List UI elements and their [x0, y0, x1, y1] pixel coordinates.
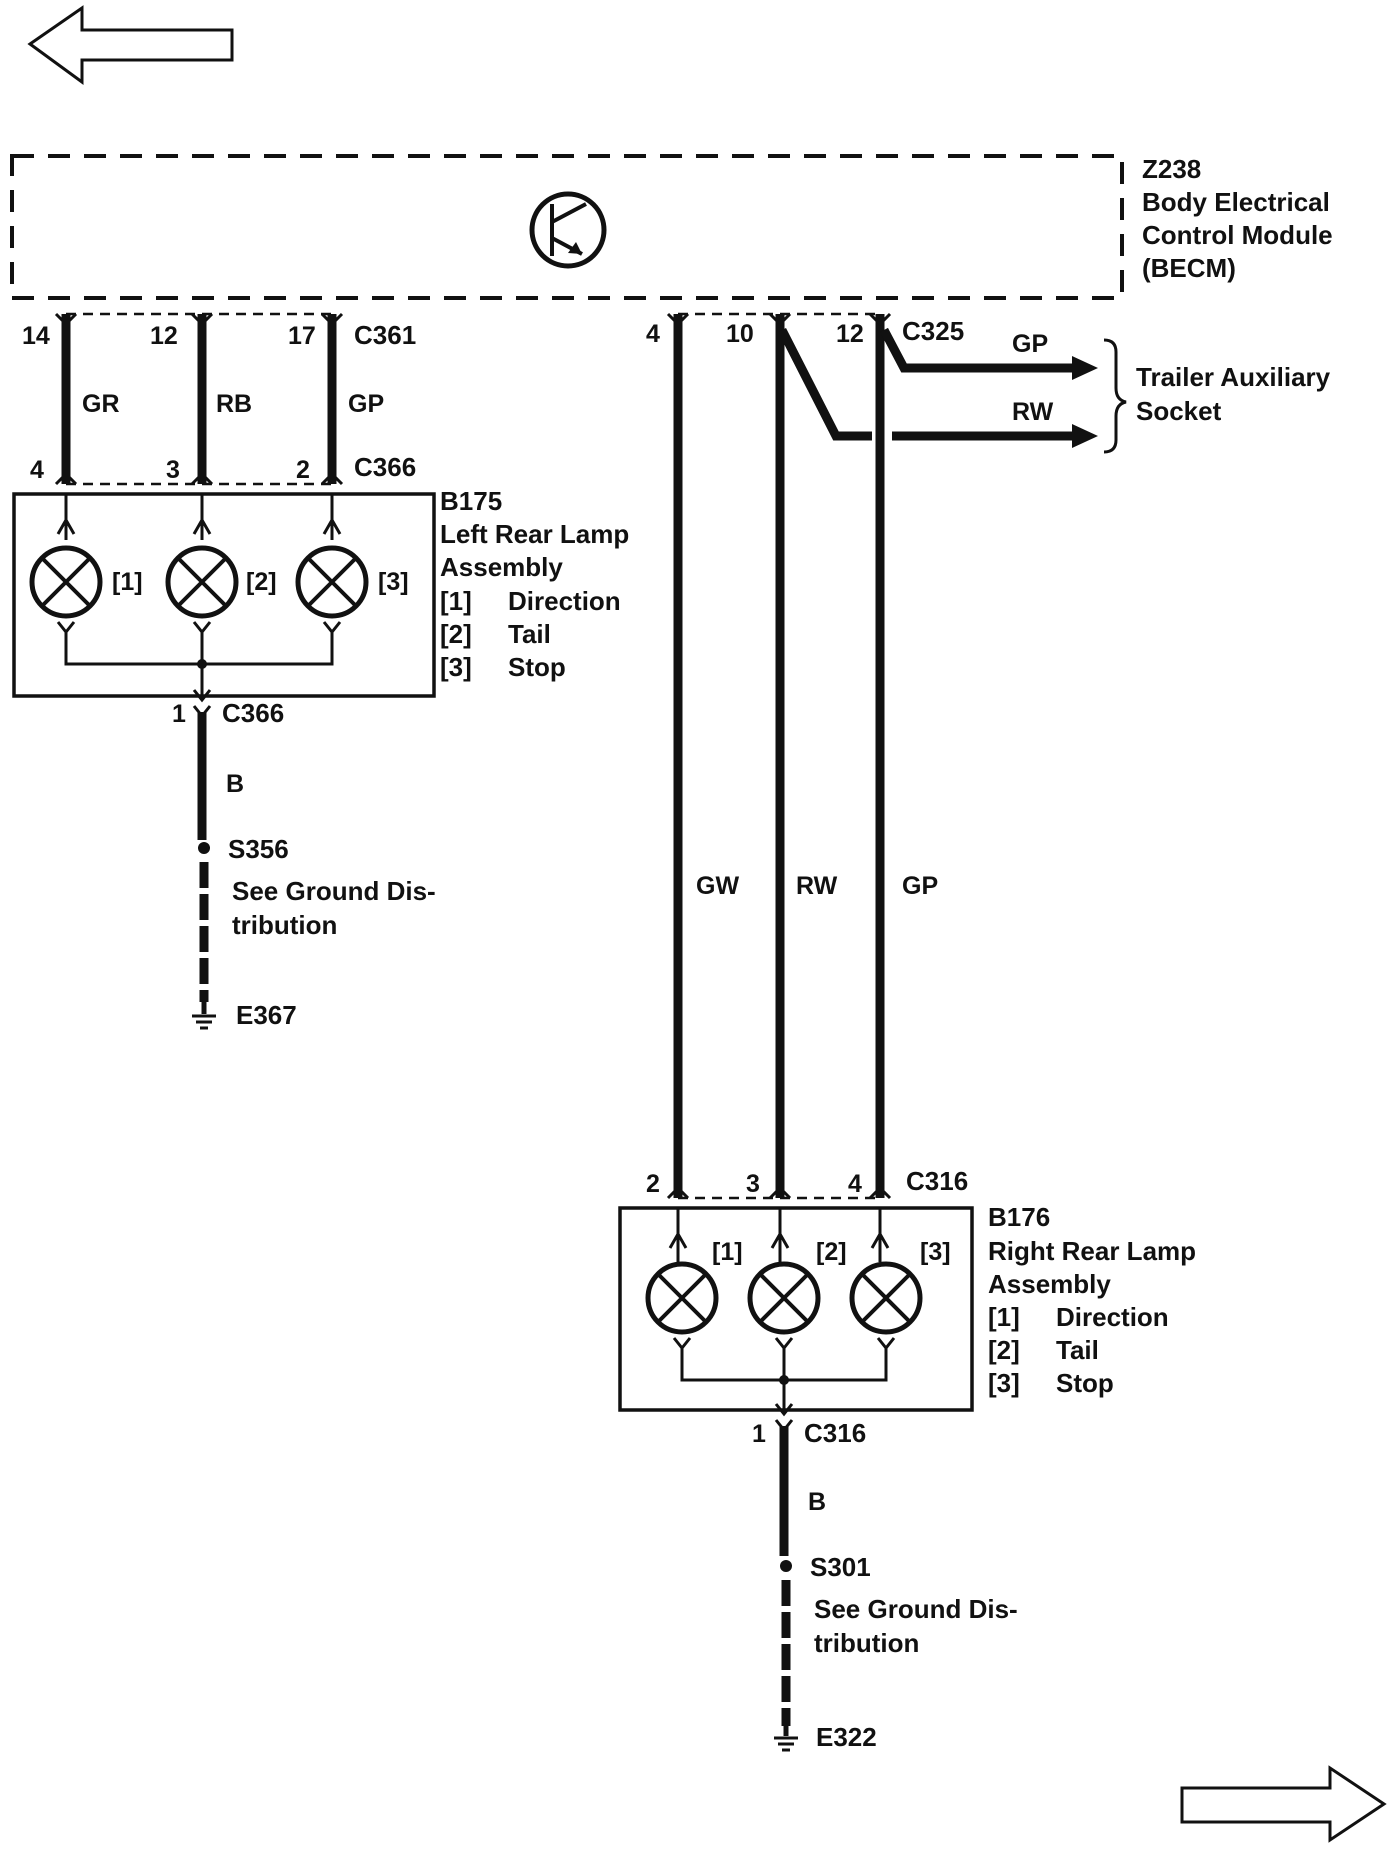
- right-bulb-direction-icon: [645, 1261, 719, 1335]
- left-ground-symbol-icon: [192, 1002, 216, 1030]
- left-bulb-label-1: [1]: [112, 568, 143, 596]
- right-pin-top-2: 10: [726, 320, 754, 348]
- left-bulb-direction-icon: [29, 545, 103, 619]
- left-legend-idx-2: [2]: [440, 619, 472, 649]
- left-bulb-label-2: [2]: [246, 568, 277, 596]
- left-wire-label-1: GR: [82, 390, 120, 418]
- right-bulb-label-2: [2]: [816, 1238, 847, 1266]
- trailer-label-line1: Trailer Auxiliary: [1136, 362, 1331, 392]
- right-legend-label-1: Direction: [1056, 1302, 1169, 1332]
- right-bulb-tail-icon: [747, 1261, 821, 1335]
- right-rear-lamp-assembly: [1] [2] [3]: [618, 1206, 974, 1417]
- right-ground-symbol-icon: [774, 1726, 798, 1752]
- left-ground-note-line1: See Ground Dis-: [232, 876, 436, 906]
- right-legend-label-2: Tail: [1056, 1335, 1099, 1365]
- right-wire-label-3: GP: [902, 872, 938, 900]
- left-legend-label-3: Stop: [508, 652, 566, 682]
- prev-page-arrow-icon[interactable]: [27, 5, 234, 85]
- left-ground-code: E367: [236, 1000, 297, 1030]
- becm-name-line1: Body Electrical: [1142, 187, 1330, 217]
- left-bulb-tail-icon: [165, 545, 239, 619]
- right-ground-code: E322: [816, 1722, 877, 1752]
- right-lamp-name-line2: Assembly: [988, 1269, 1111, 1299]
- trailer-label-line2: Socket: [1136, 396, 1222, 426]
- trailer-wire-1: GP: [1012, 330, 1048, 358]
- left-lamp-name-line2: Assembly: [440, 552, 563, 582]
- right-ground-splice: S301: [810, 1552, 871, 1582]
- right-wire-label-2: RW: [796, 872, 838, 900]
- right-lamp-code: B176: [988, 1202, 1050, 1232]
- left-ground-wire: B: [226, 770, 244, 798]
- left-pin-top-1: 14: [22, 322, 50, 350]
- right-wire-label-1: GW: [696, 872, 739, 900]
- right-ground-pin: 1: [752, 1420, 766, 1448]
- right-ground-note-line2: tribution: [814, 1628, 919, 1658]
- right-pin-bottom-3: 4: [848, 1170, 862, 1198]
- left-legend-idx-3: [3]: [440, 652, 472, 682]
- left-rear-lamp-assembly: [1] [2] [3]: [12, 492, 436, 703]
- right-bulb-label-3: [3]: [920, 1238, 951, 1266]
- right-pin-bottom-2: 3: [746, 1170, 760, 1198]
- right-pin-top-1: 4: [646, 320, 660, 348]
- right-ground-circuit: [774, 1419, 798, 1752]
- transistor-icon: [529, 191, 607, 269]
- left-ground-splice: S356: [228, 834, 289, 864]
- right-legend-label-3: Stop: [1056, 1368, 1114, 1398]
- left-pin-bottom-3: 2: [296, 456, 310, 484]
- left-pin-bottom-1: 4: [30, 456, 44, 484]
- left-legend-label-2: Tail: [508, 619, 551, 649]
- becm-code: Z238: [1142, 154, 1201, 184]
- right-legend-idx-3: [3]: [988, 1368, 1020, 1398]
- trailer-wire-2: RW: [1012, 398, 1054, 426]
- right-pin-top-3: 12: [836, 320, 864, 348]
- right-harness: 4 10 12 C325 GP RW Trailer Auxiliary Soc…: [646, 312, 1331, 1200]
- left-lamp-code: B175: [440, 486, 502, 516]
- right-connector-top: C325: [902, 316, 964, 346]
- right-legend-idx-2: [2]: [988, 1335, 1020, 1365]
- left-pin-top-2: 12: [150, 322, 178, 350]
- left-ground-pin: 1: [172, 700, 186, 728]
- left-legend-idx-1: [1]: [440, 586, 472, 616]
- right-legend-idx-1: [1]: [988, 1302, 1020, 1332]
- right-ground-wire: B: [808, 1488, 826, 1516]
- next-page-arrow-icon[interactable]: [1180, 1765, 1387, 1843]
- right-ground-connector: C316: [804, 1418, 866, 1448]
- becm-module: Z238 Body Electrical Control Module (BEC…: [10, 154, 1333, 300]
- left-pin-bottom-2: 3: [166, 456, 180, 484]
- left-connector-top: C361: [354, 320, 416, 350]
- left-ground-connector: C366: [222, 698, 284, 728]
- right-bulb-label-1: [1]: [712, 1238, 743, 1266]
- left-lamp-name-line1: Left Rear Lamp: [440, 519, 629, 549]
- becm-name-line3: (BECM): [1142, 253, 1236, 283]
- left-legend-label-1: Direction: [508, 586, 621, 616]
- left-wire-label-2: RB: [216, 390, 252, 418]
- left-ground-circuit: [192, 705, 216, 1030]
- right-lamp-name-line1: Right Rear Lamp: [988, 1236, 1196, 1266]
- left-wire-label-3: GP: [348, 390, 384, 418]
- left-bulb-label-3: [3]: [378, 568, 409, 596]
- right-ground-note-line1: See Ground Dis-: [814, 1594, 1018, 1624]
- right-bulb-stop-icon: [849, 1261, 923, 1335]
- left-connector-bottom: C366: [354, 452, 416, 482]
- becm-name-line2: Control Module: [1142, 220, 1333, 250]
- left-pin-top-3: 17: [288, 322, 316, 350]
- left-bulb-stop-icon: [295, 545, 369, 619]
- left-harness: 14 12 17 C361 GR RB GP 4 3 2 C366: [22, 312, 416, 486]
- right-connector-bottom: C316: [906, 1166, 968, 1196]
- left-ground-note-line2: tribution: [232, 910, 337, 940]
- right-pin-bottom-1: 2: [646, 1170, 660, 1198]
